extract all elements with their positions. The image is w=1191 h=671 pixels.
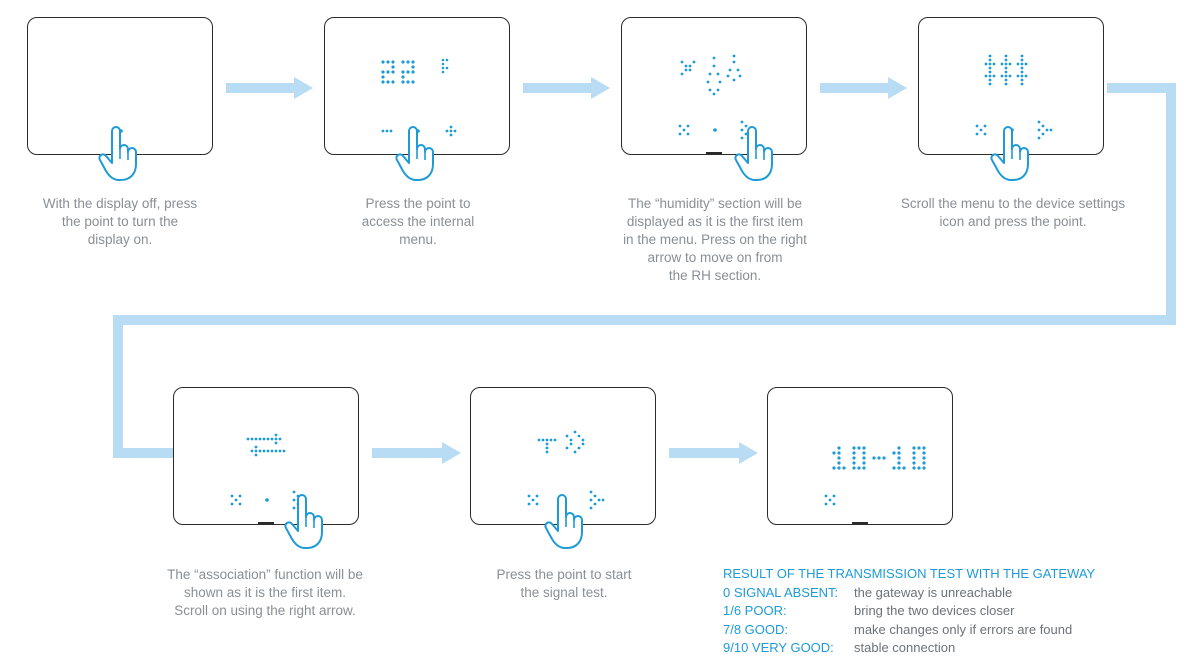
screen-6-display <box>527 430 605 510</box>
wrap-right <box>1166 83 1176 325</box>
result-row: 0 SIGNAL ABSENT: the gateway is unreacha… <box>723 584 1095 603</box>
arrow-3-4 <box>820 83 890 93</box>
screen-2-display <box>381 58 457 137</box>
result-title: RESULT OF THE TRANSMISSION TEST WITH THE… <box>723 566 1096 581</box>
arrow-5-6 <box>372 448 444 458</box>
result-row: 1/6 POOR: bring the two devices closer <box>723 602 1095 621</box>
pointing-hand-icon <box>734 126 773 181</box>
screen-notch <box>852 522 868 525</box>
screen-notch <box>706 152 722 155</box>
center-point <box>265 498 269 502</box>
arrow-3-4-head <box>888 77 907 99</box>
device-screen-5 <box>173 387 359 525</box>
association-icon <box>246 433 286 457</box>
arrow-5-6-head <box>442 442 461 464</box>
arrow-2-3-head <box>591 77 610 99</box>
step-3-caption: The “humidity” section will be displayed… <box>623 196 807 283</box>
result-description: stable connection <box>854 640 956 655</box>
pointing-hand-icon <box>284 494 323 549</box>
wrap-left <box>113 315 123 458</box>
step-2-caption: Press the point to access the internal m… <box>361 196 475 247</box>
step-1-caption: With the display off, press the point to… <box>42 196 198 247</box>
left-arrow-icon <box>824 494 836 506</box>
result-level: 7/8 GOOD: <box>723 621 789 637</box>
nav-row <box>381 125 457 137</box>
result-row: 9/10 VERY GOOD: stable connection <box>723 639 1095 658</box>
screen-3-display <box>678 54 752 140</box>
step-6-caption: Press the point to start the signal test… <box>496 567 632 600</box>
screen-4-display <box>975 54 1053 140</box>
screen-7-display <box>824 446 926 506</box>
device-screen-3 <box>621 17 807 155</box>
signal-test-icon <box>537 430 585 454</box>
pointing-hand-icon <box>98 126 137 181</box>
step-5-caption: The “association” function will be shown… <box>167 567 363 618</box>
wrap-bottom <box>113 448 174 458</box>
temperature-digits <box>381 58 449 84</box>
humidity-icon <box>680 54 742 96</box>
left-arrow-icon <box>678 124 690 136</box>
left-arrow-icon <box>527 494 539 506</box>
arrow-6-7-head <box>739 442 758 464</box>
wrap-middle <box>113 315 1176 325</box>
result-value-display <box>832 446 926 470</box>
left-arrow-icon <box>381 129 393 133</box>
screen-5-display <box>230 433 304 510</box>
device-screen-7 <box>767 387 953 525</box>
left-arrow-icon <box>975 124 987 136</box>
right-arrow-icon <box>589 490 605 510</box>
arrow-1-2-head <box>294 77 313 99</box>
screen-notch <box>258 522 274 525</box>
step-4-caption: Scroll the menu to the device settings i… <box>900 196 1126 229</box>
pointing-hand-icon <box>990 126 1029 181</box>
nav-row <box>527 490 605 510</box>
result-level: 0 SIGNAL ABSENT: <box>723 584 839 600</box>
result-level: 1/6 POOR: <box>723 603 787 618</box>
arrow-6-7 <box>669 448 741 458</box>
result-description: the gateway is unreachable <box>854 584 1013 600</box>
arrow-1-2 <box>226 83 296 93</box>
pointing-hand-icon <box>395 126 434 181</box>
left-arrow-icon <box>230 494 242 506</box>
right-arrow-icon <box>1037 120 1053 140</box>
arrow-2-3 <box>523 83 593 93</box>
result-description: bring the two devices closer <box>854 603 1015 618</box>
wrap-top <box>1107 83 1176 93</box>
result-description: make changes only if errors are found <box>854 621 1073 637</box>
result-row: 7/8 GOOD: make changes only if errors ar… <box>723 621 1095 640</box>
center-point <box>713 128 717 132</box>
result-level: 9/10 VERY GOOD: <box>723 640 834 655</box>
transmission-result-legend: RESULT OF THE TRANSMISSION TEST WITH THE… <box>723 565 1095 658</box>
settings-icon <box>984 54 1028 86</box>
right-arrow-icon <box>445 125 457 137</box>
pointing-hand-icon <box>544 494 583 549</box>
